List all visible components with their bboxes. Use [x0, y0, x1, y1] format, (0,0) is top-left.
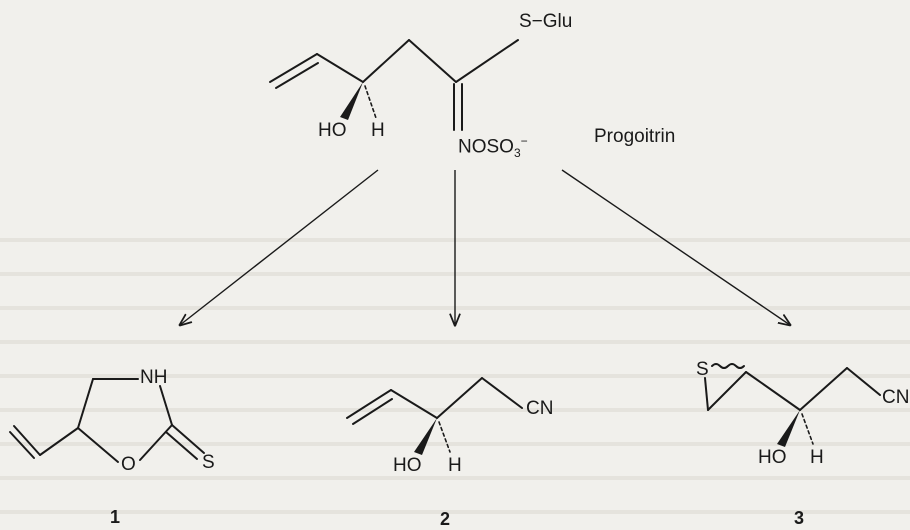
- sulfur-label: S: [696, 359, 709, 380]
- arrow-to-3: [561, 169, 790, 325]
- c3-c2-bond: [362, 39, 410, 83]
- nosoe-label: NOSO3−: [458, 134, 528, 161]
- paper-texture: [0, 374, 910, 378]
- wedge-oh-bond: [777, 410, 800, 447]
- vinyl-ch-bond: [390, 389, 438, 419]
- vinyl-double-bond-inner: [352, 398, 393, 425]
- hydroxyl-label: HO: [318, 120, 347, 141]
- compound-number-1: 1: [110, 507, 121, 527]
- compound-name-progoitrin: Progoitrin: [594, 126, 676, 147]
- thione-bond-inner: [165, 431, 198, 460]
- hydroxyl-label: HO: [758, 447, 787, 468]
- vinyl-single-bond: [39, 427, 79, 456]
- oxygen-label: O: [121, 454, 136, 475]
- ch2-cn-bond: [846, 367, 881, 396]
- ch-c-bond: [745, 371, 801, 411]
- wedge-oh-bond: [414, 418, 437, 455]
- ring-ch2-c5-bond: [77, 378, 94, 429]
- paper-texture: [0, 476, 910, 480]
- sulfur-label: S: [202, 452, 215, 473]
- nitrile-label: CN: [526, 398, 554, 419]
- hydrogen-label: H: [810, 447, 824, 468]
- c1-s-bond: [455, 39, 519, 83]
- ring-c2-o-bond: [139, 424, 173, 461]
- c2-c1-bond: [408, 39, 457, 83]
- thiirane-s-ch2-bond: [704, 377, 709, 411]
- thiirane-ch2-ch-bond: [707, 371, 747, 411]
- compound-2-structure: [346, 377, 523, 453]
- wavy-s-bond: [711, 363, 745, 369]
- compound-1-structure: [9, 378, 205, 463]
- hashed-h-bond: [801, 413, 814, 445]
- vinyl-double-bond-outer: [13, 425, 41, 456]
- compound-3-structure: [704, 363, 881, 445]
- hydrogen-label: H: [448, 455, 462, 476]
- c-ch2-bond: [436, 377, 483, 419]
- paper-texture: [0, 340, 910, 344]
- hydrogen-label: H: [371, 120, 385, 141]
- nh-label: NH: [140, 367, 168, 388]
- vinyl-double-bond-inner: [9, 431, 35, 459]
- vinyl-double-bond-inner: [275, 62, 319, 89]
- progoitrin-structure: [269, 39, 519, 131]
- arrow-to-1: [180, 169, 379, 325]
- compound-number-2: 2: [440, 509, 451, 529]
- ring-o-c5-bond: [77, 427, 119, 463]
- paper-texture: [0, 408, 910, 412]
- thione-bond-outer: [171, 424, 205, 454]
- paper-texture: [0, 510, 910, 514]
- paper-texture: [0, 442, 910, 446]
- ring-nh-c2-bond: [159, 385, 173, 426]
- vinyl-double-bond-outer: [346, 389, 392, 419]
- hashed-h-bond: [364, 85, 377, 119]
- ch2-cn-bond: [481, 377, 523, 409]
- wedge-oh-bond: [340, 82, 363, 120]
- s-glu-label: S−Glu: [519, 11, 573, 32]
- nitrile-label: CN: [882, 388, 910, 407]
- compound-number-3: 3: [794, 508, 805, 528]
- hashed-h-bond: [438, 421, 451, 453]
- hydroxyl-label: HO: [393, 455, 422, 476]
- vinyl-ch-bond: [316, 53, 364, 83]
- vinyl-double-bond-outer: [269, 53, 318, 83]
- reaction-arrows: [180, 169, 790, 325]
- c-ch2-bond: [799, 367, 848, 411]
